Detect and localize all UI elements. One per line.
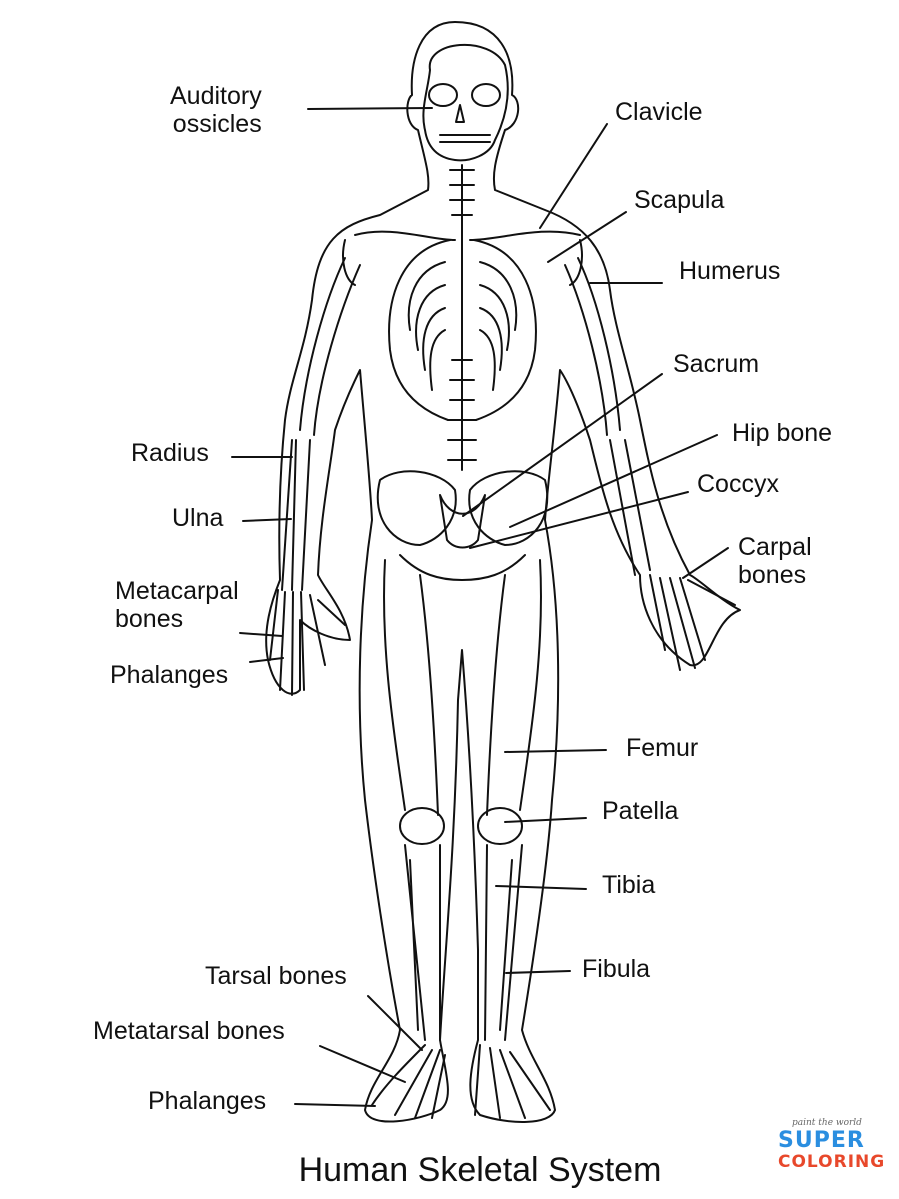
label-sacrum: Sacrum [673,350,760,378]
logo-tagline: paint the world [792,1118,862,1128]
label-tibia: Tibia [602,871,656,899]
clavicles [354,230,581,241]
label-ulna: Ulna [172,504,224,532]
label-metacarpal-line2: bones [115,605,184,633]
body-outline [265,21,741,1123]
label-carpal-bones: Carpal bones [738,533,812,589]
label-femur: Femur [626,734,699,762]
sacrum [439,494,486,549]
logo-line2: COLORING [778,1152,886,1172]
label-coccyx: Coccyx [697,470,779,498]
label-fibula: Fibula [582,955,651,983]
femur-left [383,559,439,816]
humerus-left [299,257,361,436]
patella-right [477,807,523,845]
hand-right [649,574,736,671]
humerus-right [564,257,621,436]
pelvis [376,470,457,546]
forearm-left [281,439,311,591]
label-phalanges-foot: Phalanges [148,1087,267,1115]
super-coloring-logo: paint the world SUPER COLORING [778,1118,888,1180]
lower-leg-left [404,844,441,1041]
label-radius: Radius [131,439,209,467]
label-scapula: Scapula [634,186,725,214]
label-hip-bone: Hip bone [732,419,833,447]
hand-left [269,589,346,696]
label-auditory-line1: Auditory [170,82,262,110]
femur-right [486,559,542,816]
label-metacarpal-bones: Metacarpal bones [115,577,239,633]
lower-leg-right [484,844,523,1041]
label-phalanges-hand: Phalanges [110,661,229,689]
label-auditory-line2: ossicles [172,110,262,138]
ribcage [388,239,537,421]
leader-lines [231,107,729,1107]
label-metatarsal-bones: Metatarsal bones [93,1017,285,1045]
label-carpal-line1: Carpal [738,533,812,561]
logo-line1: SUPER [778,1128,865,1153]
diagram-title: Human Skeletal System [298,1151,662,1189]
patella-left [399,807,445,845]
label-auditory-ossicles: Auditory ossicles [170,82,262,138]
skull [422,44,509,162]
label-carpal-line2: bones [738,561,807,589]
label-patella: Patella [602,797,679,825]
foot-left [371,1044,446,1119]
label-metacarpal-line1: Metacarpal [115,577,239,605]
foot-right [474,1044,551,1119]
label-clavicle: Clavicle [615,98,703,126]
label-humerus: Humerus [679,257,781,285]
label-tarsal-bones: Tarsal bones [205,962,347,990]
